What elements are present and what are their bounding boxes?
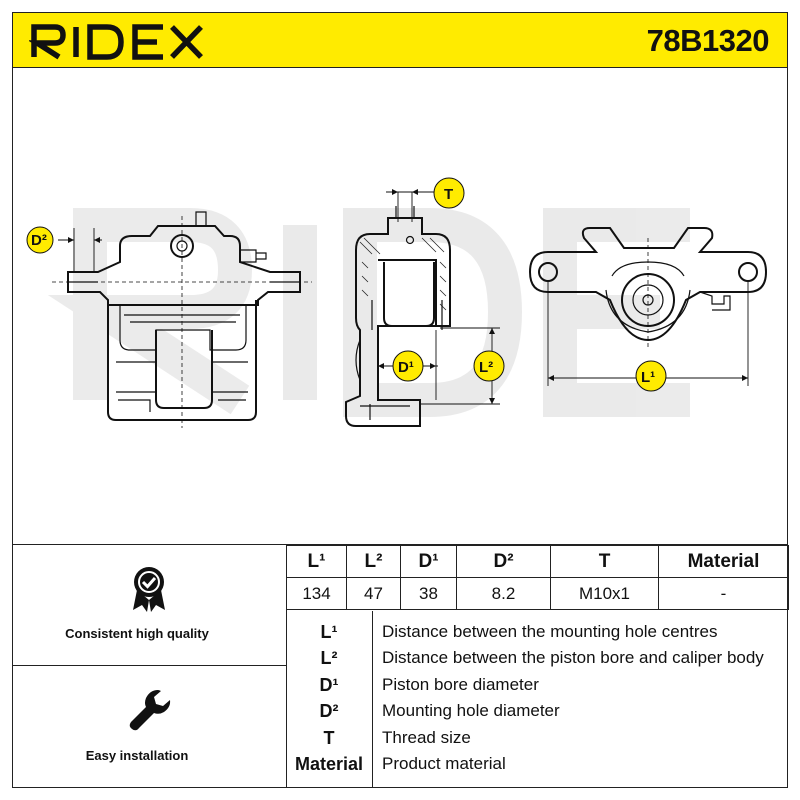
legend-row: T Thread size	[286, 725, 788, 751]
legend-key: D²	[319, 701, 339, 721]
specs-value-d1: 38	[400, 577, 457, 610]
legend-desc: Mounting hole diameter	[382, 701, 560, 720]
tag-d1-label: D¹	[398, 359, 414, 376]
caliper-drawing: D² T D¹ L² L¹	[12, 68, 788, 544]
caliper-section-view	[345, 189, 500, 427]
legend-key: Material	[294, 754, 364, 774]
specs-header-material: Material	[658, 545, 789, 578]
brand-logo	[27, 21, 209, 61]
legend-key: L²	[320, 648, 338, 668]
legend-row: Material Product material	[286, 751, 788, 777]
header-bar: 78B1320	[12, 12, 788, 68]
legend-row: L¹ Distance between the mounting hole ce…	[286, 619, 788, 645]
feature-divider	[12, 665, 286, 666]
specs-header-d2: D²	[456, 545, 551, 578]
legend-divider	[372, 611, 373, 788]
specs-value-l1: 134	[286, 577, 347, 610]
wrench-icon	[128, 688, 172, 732]
quality-badge-icon	[129, 566, 169, 612]
ridex-watermark	[47, 208, 690, 417]
caliper-back-view	[52, 211, 312, 428]
tag-t-label: T	[444, 186, 453, 203]
specs-value-row: 134 47 38 8.2 M10x1 -	[286, 577, 789, 610]
tag-t: T	[433, 177, 465, 209]
legend-row: L² Distance between the piston bore and …	[286, 645, 788, 671]
specs-header-l1: L¹	[286, 545, 347, 578]
legend-row: D² Mounting hole diameter	[286, 698, 788, 724]
part-number: 78B1320	[646, 23, 770, 58]
specs-value-d2: 8.2	[456, 577, 551, 610]
specs-header-d1: D¹	[400, 545, 457, 578]
legend-desc: Product material	[382, 754, 506, 773]
caliper-front-view	[528, 227, 768, 386]
legend-row: D¹ Piston bore diameter	[286, 672, 788, 698]
specs-value-l2: 47	[346, 577, 401, 610]
specs-value-material: -	[658, 577, 789, 610]
column-divider	[286, 544, 287, 788]
legend-key: T	[323, 728, 335, 748]
tag-d2-label: D²	[31, 232, 47, 249]
specs-table: L¹ L² D¹ D² T Material 134 47 38 8.2 M10…	[286, 545, 789, 610]
legend-desc: Distance between the mounting hole centr…	[382, 622, 718, 641]
legend-desc: Distance between the piston bore and cal…	[382, 648, 764, 667]
legend-key: D¹	[319, 675, 339, 695]
specs-header-row: L¹ L² D¹ D² T Material	[286, 545, 789, 578]
tag-d2: D²	[26, 226, 54, 254]
tag-l2: L²	[473, 350, 505, 382]
specs-header-t: T	[550, 545, 659, 578]
section-divider	[12, 544, 788, 545]
feature-installation-label: Easy installation	[85, 748, 189, 763]
specs-header-l2: L²	[346, 545, 401, 578]
specs-value-t: M10x1	[550, 577, 659, 610]
legend-desc: Thread size	[382, 728, 471, 747]
tag-l1: L¹	[635, 360, 667, 392]
feature-quality-label: Consistent high quality	[65, 626, 209, 641]
legend-desc: Piston bore diameter	[382, 675, 539, 694]
tag-d1: D¹	[392, 350, 424, 382]
tag-l2-label: L²	[479, 359, 493, 376]
tag-l1-label: L¹	[641, 369, 655, 386]
legend-key: L¹	[320, 622, 338, 642]
